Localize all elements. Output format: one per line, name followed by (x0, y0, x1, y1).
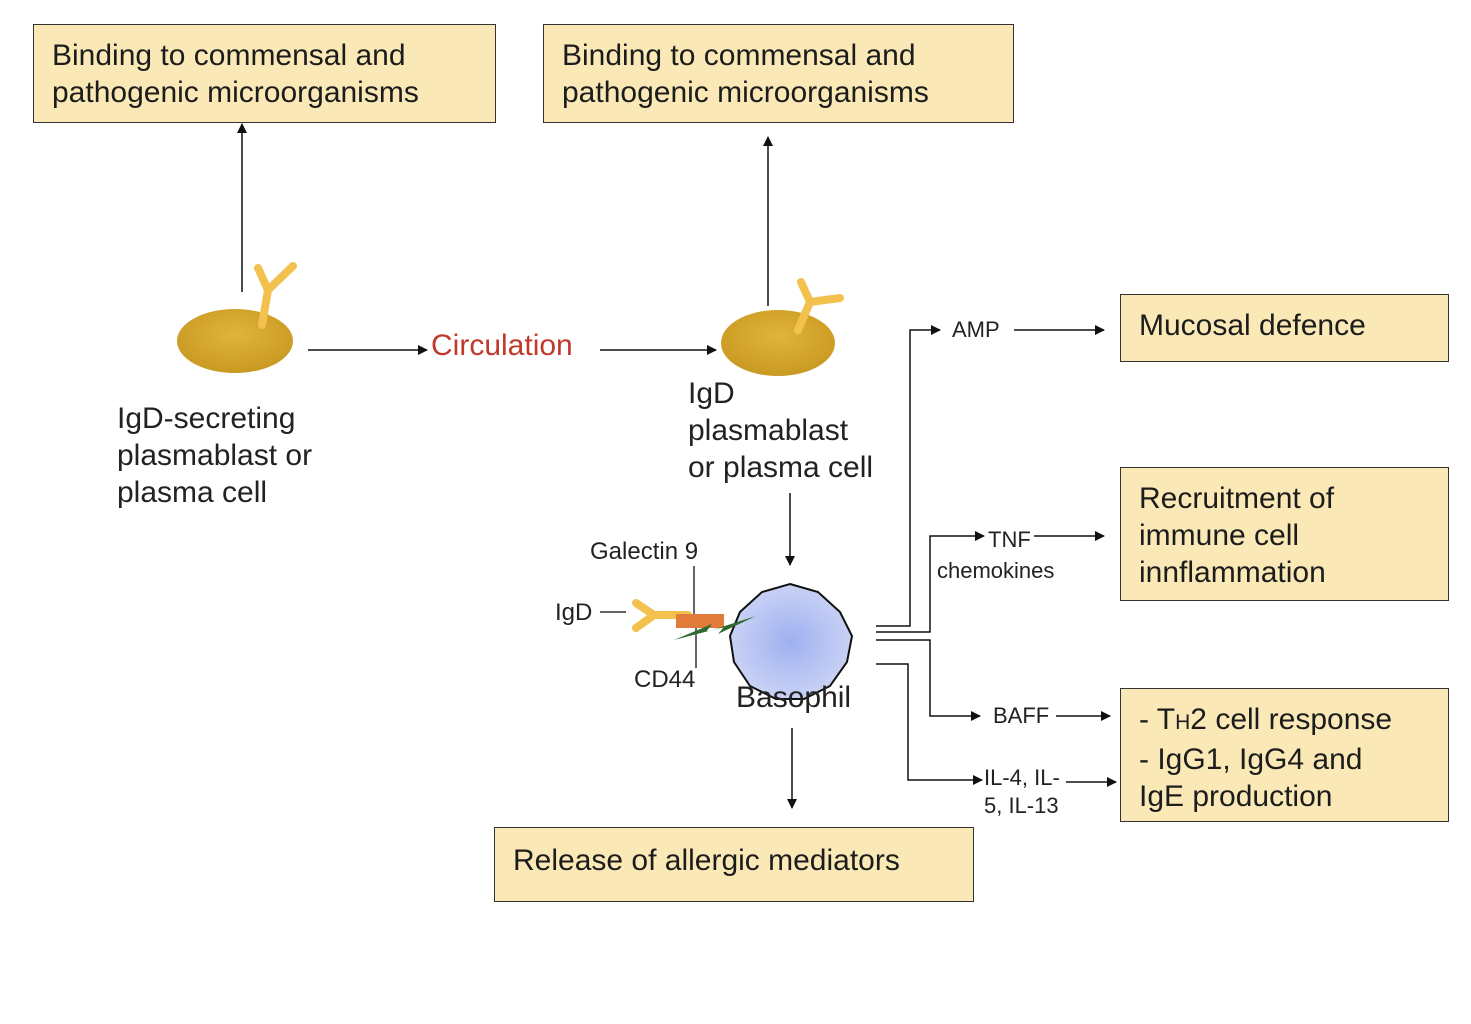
th2-line1: - TH2 cell response (1139, 701, 1430, 741)
igd-cell-line3: or plasma cell (688, 451, 874, 484)
cd44-label: CD44 (634, 666, 696, 693)
th2-rest: 2 cell response (1190, 703, 1393, 736)
th2-line3: IgE production (1139, 780, 1333, 813)
th2-t: T (1156, 703, 1176, 736)
baff-label: BAFF (993, 703, 1050, 728)
antibody-icon (254, 262, 297, 329)
chemokines-label: chemokines (937, 558, 1055, 583)
circulation-label: Circulation (431, 329, 573, 362)
secreting-cell-label: IgD-secreting plasmablast or plasma cell (117, 400, 312, 511)
recruitment-line1: Recruitment of (1139, 482, 1335, 515)
recruitment-line3: innflammation (1139, 556, 1326, 589)
release-text: Release of allergic mediators (513, 844, 900, 877)
igd-label: IgD (555, 599, 593, 626)
basophil-cell (728, 582, 854, 700)
mucosal-defence-box: Mucosal defence (1120, 294, 1449, 362)
binding-box-right-line1: Binding to commensal and (562, 39, 916, 72)
th2-h-subscript: H (1175, 711, 1191, 734)
secreting-cell-line1: IgD-secreting (117, 402, 296, 435)
galectin-9-icon (674, 616, 756, 640)
il-line2: 5, IL-13 (984, 793, 1059, 818)
binding-box-right-line2: pathogenic microorganisms (562, 76, 929, 109)
secreting-cell-line2: plasmablast or (117, 439, 313, 472)
secreting-cell-line3: plasma cell (117, 476, 268, 509)
recruitment-box: Recruitment of immune cell innflammation (1120, 467, 1449, 601)
igd-cell-line1: IgD (688, 377, 735, 410)
recruitment-line2: immune cell (1139, 519, 1300, 552)
igd-cell-line2: plasmablast (688, 414, 849, 447)
mucosal-defence-text: Mucosal defence (1139, 309, 1366, 342)
galectin-label: Galectin 9 (590, 538, 699, 565)
binding-box-left-line1: Binding to commensal and (52, 39, 406, 72)
amp-label: AMP (952, 317, 1000, 342)
th2-line2: - IgG1, IgG4 and (1139, 743, 1363, 776)
binding-box-left: Binding to commensal and pathogenic micr… (33, 24, 496, 123)
th2-response-box: - TH2 cell response - IgG1, IgG4 and IgE… (1120, 688, 1449, 822)
tnf-label: TNF (988, 527, 1031, 552)
receptor-complex (600, 566, 756, 668)
release-box: Release of allergic mediators (494, 827, 974, 902)
cd44-receptor (676, 614, 724, 628)
basophil-label: Basophil (736, 681, 852, 714)
branch-lines (876, 325, 985, 785)
il-label: IL-4, IL- 5, IL-13 (984, 764, 1060, 820)
binding-box-left-line2: pathogenic microorganisms (52, 76, 419, 109)
th2-prefix: - (1139, 703, 1157, 736)
il-line1: IL-4, IL- (984, 765, 1060, 790)
antibody-icon (794, 278, 844, 334)
igd-cell-label: IgD plasmablast or plasma cell (688, 375, 873, 486)
igd-secreting-cell (177, 262, 297, 373)
igd-plasma-cell (721, 278, 844, 376)
binding-box-right: Binding to commensal and pathogenic micr… (543, 24, 1014, 123)
